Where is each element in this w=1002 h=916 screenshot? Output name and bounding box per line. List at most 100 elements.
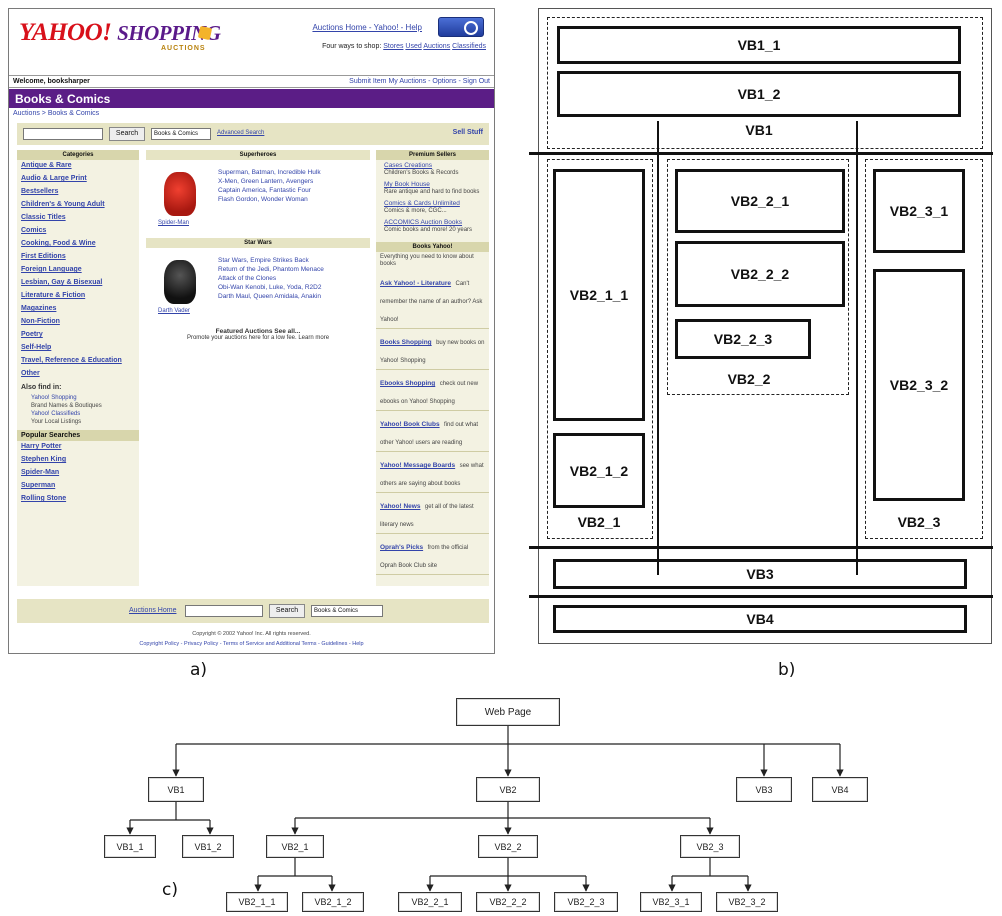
books-item-link[interactable]: Ask Yahoo! - Literature: [380, 280, 452, 287]
category-link[interactable]: Magazines: [21, 305, 57, 312]
popular-search-link[interactable]: Rolling Stone: [21, 495, 67, 502]
premium-seller-link[interactable]: Comics & Cards Unlimited: [384, 200, 460, 207]
ways-link-auctions[interactable]: Auctions: [423, 43, 451, 50]
starwars-link[interactable]: Obi-Wan Kenobi, Luke, Yoda, R2D2: [218, 284, 322, 291]
category-link[interactable]: Lesbian, Gay & Bisexual: [21, 279, 103, 286]
search-category-select[interactable]: Books & Comics: [151, 128, 211, 140]
premium-seller-link[interactable]: My Book House: [384, 181, 430, 188]
superheroes-link[interactable]: Flash Gordon, Wonder Woman: [218, 196, 308, 203]
premium-seller-link[interactable]: ACCOMICS Auction Books: [384, 219, 463, 226]
block-vb4: VB4: [553, 605, 967, 633]
books-item-link[interactable]: Books Shopping: [380, 339, 432, 346]
superheroes-link[interactable]: X-Men, Green Lantern, Avengers: [218, 178, 314, 185]
separator-vertical: [657, 121, 659, 575]
category-link[interactable]: Poetry: [21, 331, 43, 338]
account-links[interactable]: Submit Item My Auctions - Options - Sign…: [349, 78, 490, 85]
tree-node-vb3: VB3: [736, 777, 792, 802]
popular-search-link[interactable]: Superman: [21, 482, 56, 489]
separator-horizontal: [529, 595, 993, 598]
starwars-header: Star Wars: [146, 238, 370, 248]
tree-node-vb2-2: VB2_2: [478, 835, 538, 858]
also-link-shopping[interactable]: Yahoo! Shopping: [31, 395, 77, 401]
ways-link-stores[interactable]: Stores: [383, 43, 404, 50]
block-label: VB2_2_3: [713, 331, 773, 347]
category-link[interactable]: Non-Fiction: [21, 318, 60, 325]
books-item-text: buy new books on Yahoo! Shopping: [380, 340, 485, 364]
books-item-link[interactable]: Oprah's Picks: [380, 544, 424, 551]
tree-node-vb2-2-2: VB2_2_2: [476, 892, 540, 912]
featured-auctions[interactable]: Featured Auctions See all...: [215, 328, 301, 335]
tree-node-vb1: VB1: [148, 777, 204, 802]
vb1-label: VB1: [745, 122, 773, 138]
popular-search-link[interactable]: Stephen King: [21, 456, 67, 463]
also-sub-text: Brand Names & Boutiques: [31, 403, 102, 409]
superheroes-link[interactable]: Captain America, Fantastic Four: [218, 187, 311, 194]
block-vb2-1-2: VB2_1_2: [553, 433, 645, 508]
bottom-search-button[interactable]: Search: [269, 604, 305, 618]
popular-search-link[interactable]: Spider-Man: [21, 469, 60, 476]
bottom-category-select[interactable]: Books & Comics: [311, 605, 383, 617]
category-link[interactable]: Literature & Fiction: [21, 292, 86, 299]
books-item-text: get all of the latest literary news: [380, 504, 474, 528]
premium-seller-link[interactable]: Cases Creations: [384, 162, 433, 169]
category-link[interactable]: First Editions: [21, 253, 66, 260]
books-item-link[interactable]: Ebooks Shopping: [380, 380, 436, 387]
vb2-3-label: VB2_3: [897, 514, 941, 530]
bottom-search-bar: Auctions Home Search Books & Comics: [17, 599, 489, 623]
search-input[interactable]: [23, 128, 103, 140]
starwars-link[interactable]: Attack of the Clones: [218, 275, 277, 282]
sell-stuff-link[interactable]: Sell Stuff: [452, 129, 483, 136]
category-link[interactable]: Classic Titles: [21, 214, 66, 221]
category-link[interactable]: Antique & Rare: [21, 162, 72, 169]
vb2-3-region: [865, 159, 983, 539]
superheroes-header: Superheroes: [146, 150, 370, 160]
top-links[interactable]: Auctions Home - Yahoo! - Help: [312, 23, 422, 32]
auctions-home-link[interactable]: Auctions Home: [129, 607, 177, 614]
category-link[interactable]: Comics: [21, 227, 47, 234]
category-link[interactable]: Foreign Language: [21, 266, 82, 273]
block-layout-diagram: VB1_1 VB1_2 VB1 VB2_1_1 VB2_1_2 VB2_1 VB…: [529, 8, 993, 644]
tree-node-web-page: Web Page: [456, 698, 560, 726]
ways-link-used[interactable]: Used: [405, 43, 422, 50]
books-item: Oprah's Picks from the official Oprah Bo…: [376, 534, 489, 575]
separator-horizontal: [529, 546, 993, 549]
books-item: Books Shopping buy new books on Yahoo! S…: [376, 329, 489, 370]
tree-node-vb4: VB4: [812, 777, 868, 802]
footer-links[interactable]: Copyright Policy - Privacy Policy - Term…: [139, 641, 364, 647]
caption-b: b): [778, 660, 796, 680]
thumbnail-caption[interactable]: Spider-Man: [158, 220, 190, 226]
left-column: Categories Antique & Rare Audio & Large …: [17, 150, 139, 586]
category-link[interactable]: Audio & Large Print: [21, 175, 87, 182]
help-icon[interactable]: [438, 17, 484, 37]
premium-seller-text: Comic books and more! 20 years: [384, 227, 473, 233]
superheroes-link[interactable]: Superman, Batman, Incredible Hulk: [218, 169, 321, 176]
category-link[interactable]: Bestsellers: [21, 188, 59, 195]
block-label: VB2_1_2: [569, 462, 629, 479]
also-link-classifieds[interactable]: Yahoo! Classifieds: [31, 411, 81, 417]
popular-search-link[interactable]: Harry Potter: [21, 443, 62, 450]
starwars-link[interactable]: Return of the Jedi, Phantom Menace: [218, 266, 324, 273]
premium-seller-item: Comics & Cards Unlimited Comics & more, …: [376, 198, 489, 217]
breadcrumb[interactable]: Auctions > Books & Comics: [13, 110, 100, 117]
starwars-block: Darth Vader Star Wars, Empire Strikes Ba…: [146, 248, 370, 326]
category-link[interactable]: Self-Help: [21, 344, 52, 351]
spider-man-thumbnail[interactable]: [164, 172, 196, 216]
books-item-link[interactable]: Yahoo! Message Boards: [380, 462, 456, 469]
popular-searches-header: Popular Searches: [17, 430, 139, 441]
search-button[interactable]: Search: [109, 127, 145, 141]
books-yahoo-header: Books Yahoo!: [376, 242, 489, 252]
category-link[interactable]: Cooking, Food & Wine: [21, 240, 96, 247]
darth-vader-thumbnail[interactable]: [164, 260, 196, 304]
thumbnail-caption[interactable]: Darth Vader: [158, 308, 190, 314]
category-link[interactable]: Travel, Reference & Education: [21, 357, 122, 364]
books-item-link[interactable]: Yahoo! Book Clubs: [380, 421, 440, 428]
category-link[interactable]: Other: [21, 370, 40, 377]
starwars-link[interactable]: Darth Maul, Queen Amidala, Anakin: [218, 293, 321, 300]
advanced-search-link[interactable]: Advanced Search: [217, 130, 265, 136]
bottom-search-input[interactable]: [185, 605, 263, 617]
starwars-link[interactable]: Star Wars, Empire Strikes Back: [218, 257, 309, 264]
category-link[interactable]: Children's & Young Adult: [21, 201, 105, 208]
tree-node-vb2-1-2: VB2_1_2: [302, 892, 364, 912]
books-item-link[interactable]: Yahoo! News: [380, 503, 421, 510]
ways-link-classifieds[interactable]: Classifieds: [452, 43, 486, 50]
